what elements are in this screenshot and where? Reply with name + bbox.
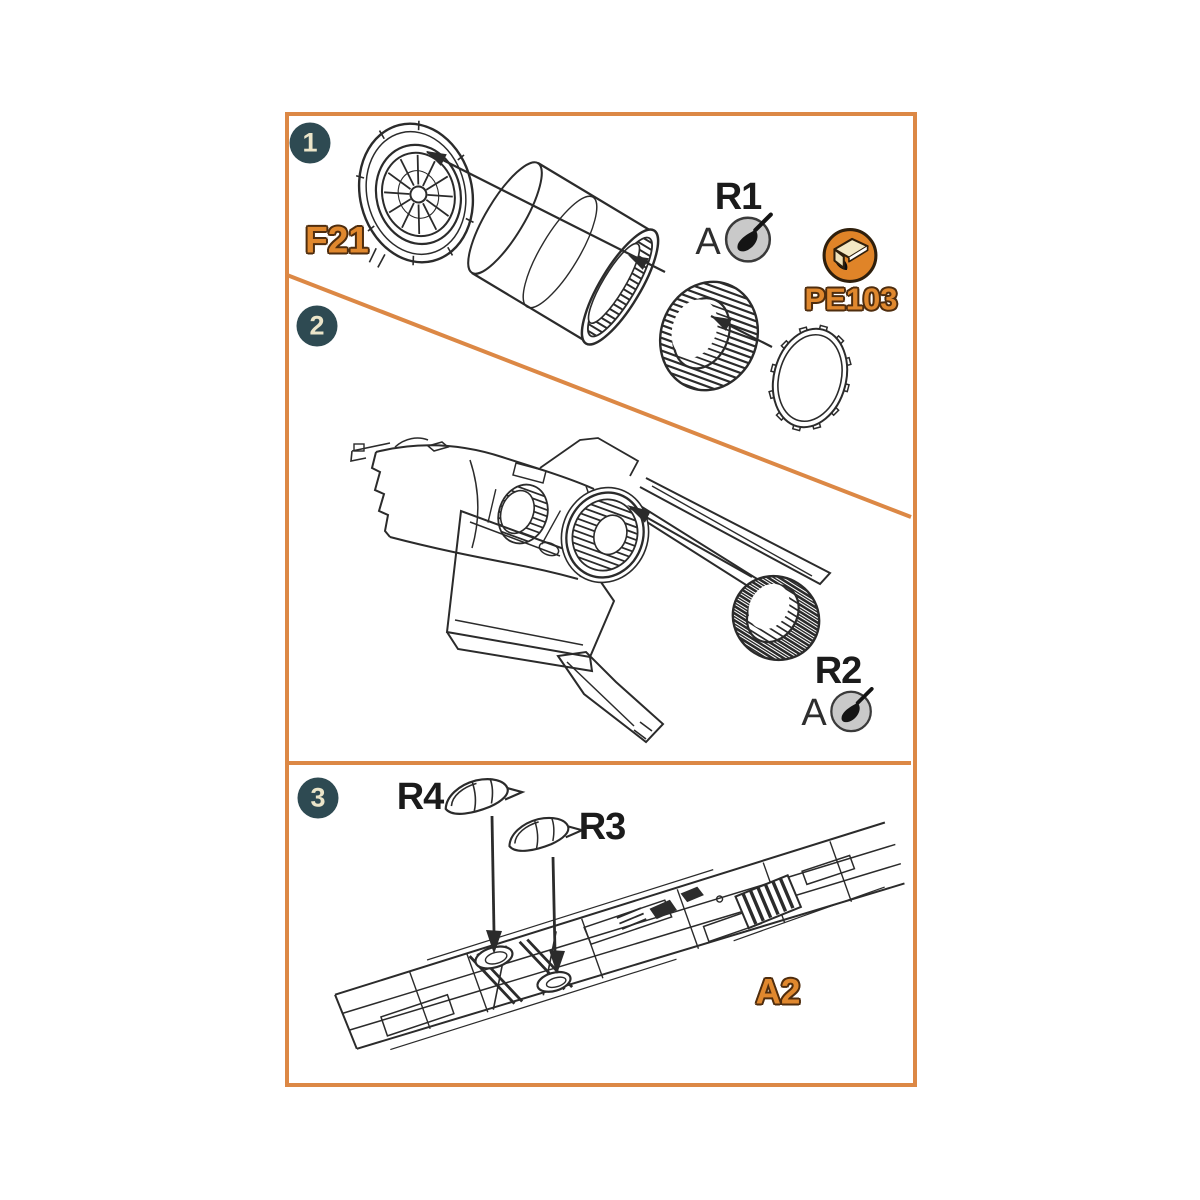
pe-ring-part	[768, 324, 852, 432]
paintbrush-icon	[829, 687, 876, 739]
exhaust-opening	[560, 486, 650, 584]
pe-label: PE103	[804, 281, 898, 317]
part-label-r4: R4	[396, 776, 445, 818]
part-label-f21: F21	[305, 219, 369, 261]
paint-callout-r2-ref: R2	[814, 650, 863, 692]
paint-callout-r1-ref: R1	[714, 176, 763, 218]
step-3-badge: 3	[297, 777, 339, 819]
step-1-number: 1	[302, 127, 318, 158]
rear-fuselage-drawing	[350, 437, 836, 744]
ring-insert-arrow	[710, 315, 773, 348]
placement-arrow-r3	[549, 856, 565, 974]
paint-callout-r2-letter: A	[801, 692, 827, 734]
exploded-nozzle-drawing	[355, 120, 852, 432]
r2-ring-part	[716, 559, 836, 677]
pe-part-icon	[821, 227, 879, 290]
paint-callout-r1-letter: A	[695, 221, 721, 263]
nozzle-ring-part	[645, 267, 773, 405]
part-label-a2: A2	[755, 972, 801, 1012]
step-2-badge: 2	[296, 305, 338, 347]
assembly-axis-arrow	[426, 151, 666, 273]
fuselage-underside-drawing	[334, 773, 905, 1051]
part-label-r3: R3	[578, 806, 627, 848]
divider-step1-step2	[286, 273, 912, 519]
step-2-number: 2	[309, 310, 325, 341]
insertion-arrow	[627, 505, 753, 578]
r3-scoop-part	[505, 812, 585, 855]
step-1-badge: 1	[289, 122, 331, 164]
r4-scoop-part	[441, 773, 526, 818]
paintbrush-icon	[723, 212, 775, 270]
step-3-number: 3	[310, 782, 326, 813]
placement-arrow-r4	[486, 815, 502, 954]
